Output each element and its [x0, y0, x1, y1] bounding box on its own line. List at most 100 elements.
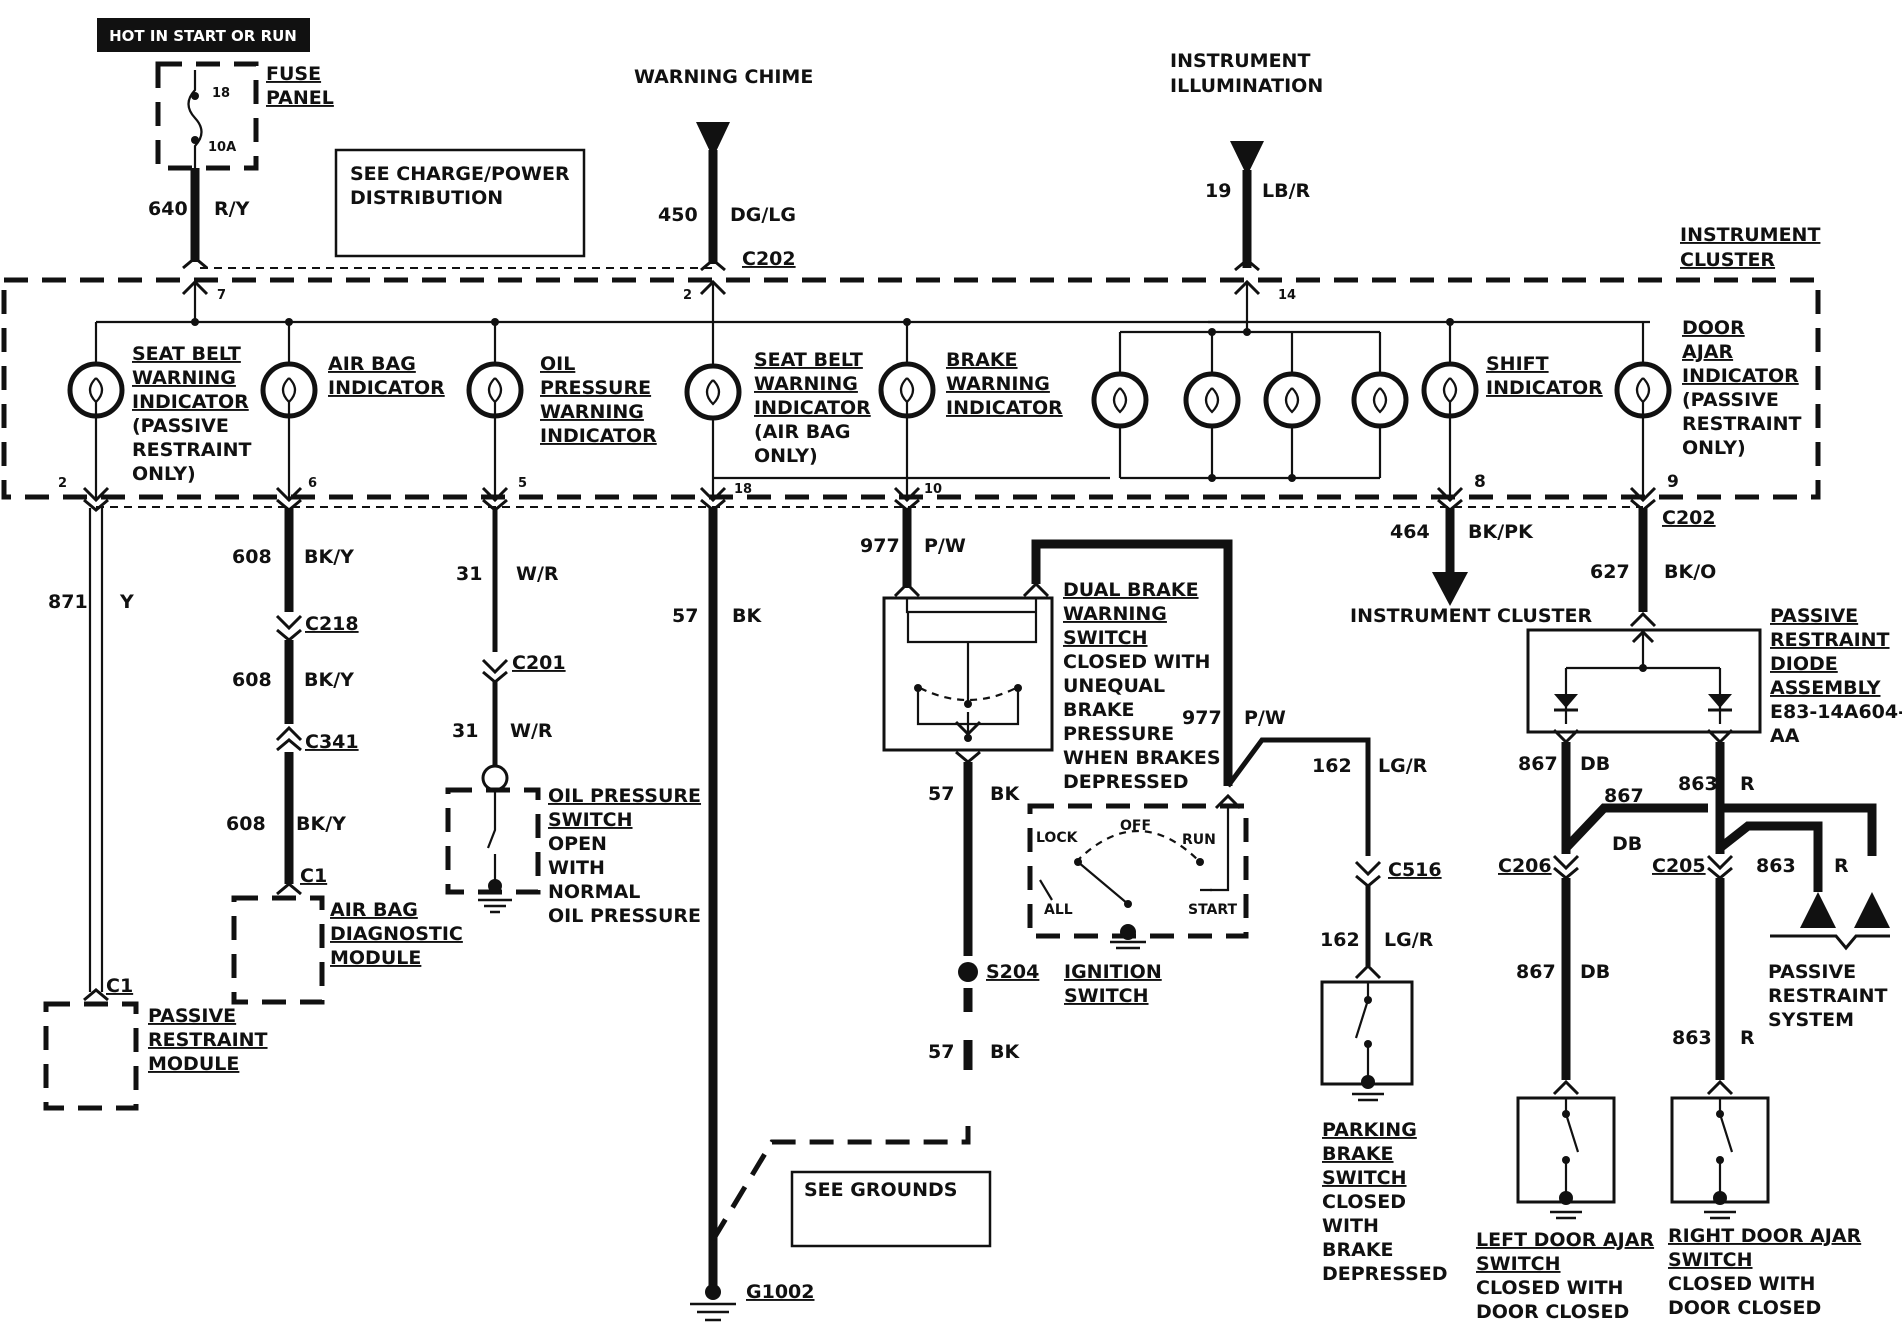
connector-c202-top: C202	[742, 248, 796, 270]
ind-airbag-2: INDICATOR	[328, 377, 445, 399]
wire-162-a	[1225, 737, 1371, 856]
diode-5: E83-14A604-	[1770, 701, 1902, 723]
right-door-4: DOOR CLOSED	[1668, 1297, 1821, 1319]
parking-brake-7: DEPRESSED	[1322, 1263, 1448, 1285]
diode-2: RESTRAINT	[1770, 629, 1890, 651]
passive-system-2: RESTRAINT	[1768, 985, 1888, 1007]
ind-seatbelt-p-3: INDICATOR	[132, 391, 249, 413]
see-charge-line-1: SEE CHARGE/POWER	[350, 163, 570, 185]
ind-seatbelt-p-6: ONLY)	[132, 463, 196, 485]
connector-c341: C341	[305, 731, 359, 753]
wire-57-color-c: BK	[990, 1041, 1020, 1063]
dual-brake-1: DUAL BRAKE	[1063, 579, 1199, 601]
dual-brake-switch-box	[882, 596, 1054, 752]
air-bag-module-box	[231, 895, 325, 1005]
wire-977-color-a: P/W	[924, 535, 966, 557]
instrument-cluster-arrow	[1432, 572, 1468, 606]
wire-977-number-a: 977	[860, 535, 900, 557]
warning-chime-arrow	[696, 122, 730, 158]
ind-door-3: INDICATOR	[1682, 365, 1799, 387]
wire-871-number: 871	[48, 591, 88, 613]
wire-871-color: Y	[119, 591, 134, 613]
pin-9: 9	[1667, 472, 1679, 492]
connector-c206: C206	[1498, 855, 1552, 877]
bulb-shift	[1421, 322, 1479, 498]
passive-module-2: RESTRAINT	[148, 1029, 268, 1051]
wire-162-number-b: 162	[1320, 929, 1360, 951]
wire-31-number-a: 31	[456, 563, 482, 585]
pin-8: 8	[1474, 472, 1486, 492]
wire-19-color: LB/R	[1262, 180, 1311, 202]
ind-oil-1: OIL	[540, 353, 575, 375]
bulb-seat-belt-airbag	[684, 363, 742, 421]
fuse-symbol	[187, 70, 203, 170]
bulb-oil-pressure	[466, 322, 524, 498]
wire-867-number-b: 867	[1516, 961, 1556, 983]
oil-switch-6: OIL PRESSURE	[548, 905, 701, 927]
wire-57-number-a: 57	[672, 605, 698, 627]
dual-brake-3: SWITCH	[1063, 627, 1148, 649]
ind-door-1: DOOR	[1682, 317, 1745, 339]
wire-640-color: R/Y	[214, 198, 250, 220]
wire-57-number-c: 57	[928, 1041, 954, 1063]
ind-seatbelt-a-3: INDICATOR	[754, 397, 871, 419]
wire-464-color: BK/PK	[1468, 521, 1534, 543]
wire-863-number-p: 863	[1756, 855, 1796, 877]
pin-5: 5	[518, 476, 527, 491]
ind-seatbelt-a-1: SEAT BELT	[754, 349, 863, 371]
wire-867-color-a: DB	[1580, 753, 1610, 775]
ignition-start: START	[1188, 902, 1238, 918]
ind-shift-1: SHIFT	[1486, 353, 1549, 375]
dual-brake-5: UNEQUAL	[1063, 675, 1165, 697]
ignition-title-2: SWITCH	[1064, 985, 1149, 1007]
left-door-2: SWITCH	[1476, 1253, 1561, 1275]
parking-brake-switch-symbol	[1354, 982, 1370, 1078]
fuse-number: 18	[212, 86, 230, 101]
ind-oil-4: INDICATOR	[540, 425, 657, 447]
connector-c201: C201	[512, 652, 566, 674]
ind-door-6: ONLY)	[1682, 437, 1746, 459]
bulb-door-ajar	[1614, 322, 1672, 498]
wire-57-number-b: 57	[928, 783, 954, 805]
dual-brake-6: BRAKE	[1063, 699, 1135, 721]
diode-6: AA	[1770, 725, 1800, 747]
pin-7: 7	[217, 288, 226, 303]
diode-3: DIODE	[1770, 653, 1838, 675]
hot-label-box	[97, 18, 310, 52]
left-door-4: DOOR CLOSED	[1476, 1301, 1629, 1323]
ind-seatbelt-p-2: WARNING	[132, 367, 236, 389]
connector-g1002: G1002	[746, 1281, 814, 1303]
ind-seatbelt-a-5: ONLY)	[754, 445, 818, 467]
parking-brake-3: SWITCH	[1322, 1167, 1407, 1189]
connector-c1-left: C1	[106, 975, 133, 997]
ignition-off: OFF	[1120, 818, 1151, 834]
wire-31-number-b: 31	[452, 720, 478, 742]
right-door-1: RIGHT DOOR AJAR	[1668, 1225, 1862, 1247]
ind-seatbelt-p-1: SEAT BELT	[132, 343, 241, 365]
warning-chime-label: WARNING CHIME	[634, 66, 813, 88]
air-bag-module-1: AIR BAG	[330, 899, 418, 921]
wire-31-color-a: W/R	[516, 563, 559, 585]
parking-brake-5: WITH	[1322, 1215, 1379, 1237]
parking-brake-2: BRAKE	[1322, 1143, 1394, 1165]
right-door-2: SWITCH	[1668, 1249, 1753, 1271]
wire-867-number-cross: 867	[1604, 785, 1644, 807]
splice-s204	[958, 962, 978, 982]
connector-c205: C205	[1652, 855, 1706, 877]
fuse-panel-title-1: FUSE	[266, 63, 321, 85]
passive-system-1: PASSIVE	[1768, 961, 1856, 983]
ignition-all: ALL	[1044, 902, 1073, 918]
pin-2: 2	[58, 476, 67, 491]
left-door-3: CLOSED WITH	[1476, 1277, 1623, 1299]
connector-c218: C218	[305, 613, 359, 635]
connector-s204: S204	[986, 961, 1039, 983]
fuse-panel-title-2: PANEL	[266, 87, 334, 109]
diode-1: PASSIVE	[1770, 605, 1858, 627]
passive-module-3: MODULE	[148, 1053, 239, 1075]
wire-57-color-a: BK	[732, 605, 762, 627]
dual-brake-8: WHEN BRAKES	[1063, 747, 1221, 769]
instrument-cluster-title-2: CLUSTER	[1680, 249, 1775, 271]
wire-627-number: 627	[1590, 561, 1630, 583]
illumination-line-2: ILLUMINATION	[1170, 75, 1323, 97]
